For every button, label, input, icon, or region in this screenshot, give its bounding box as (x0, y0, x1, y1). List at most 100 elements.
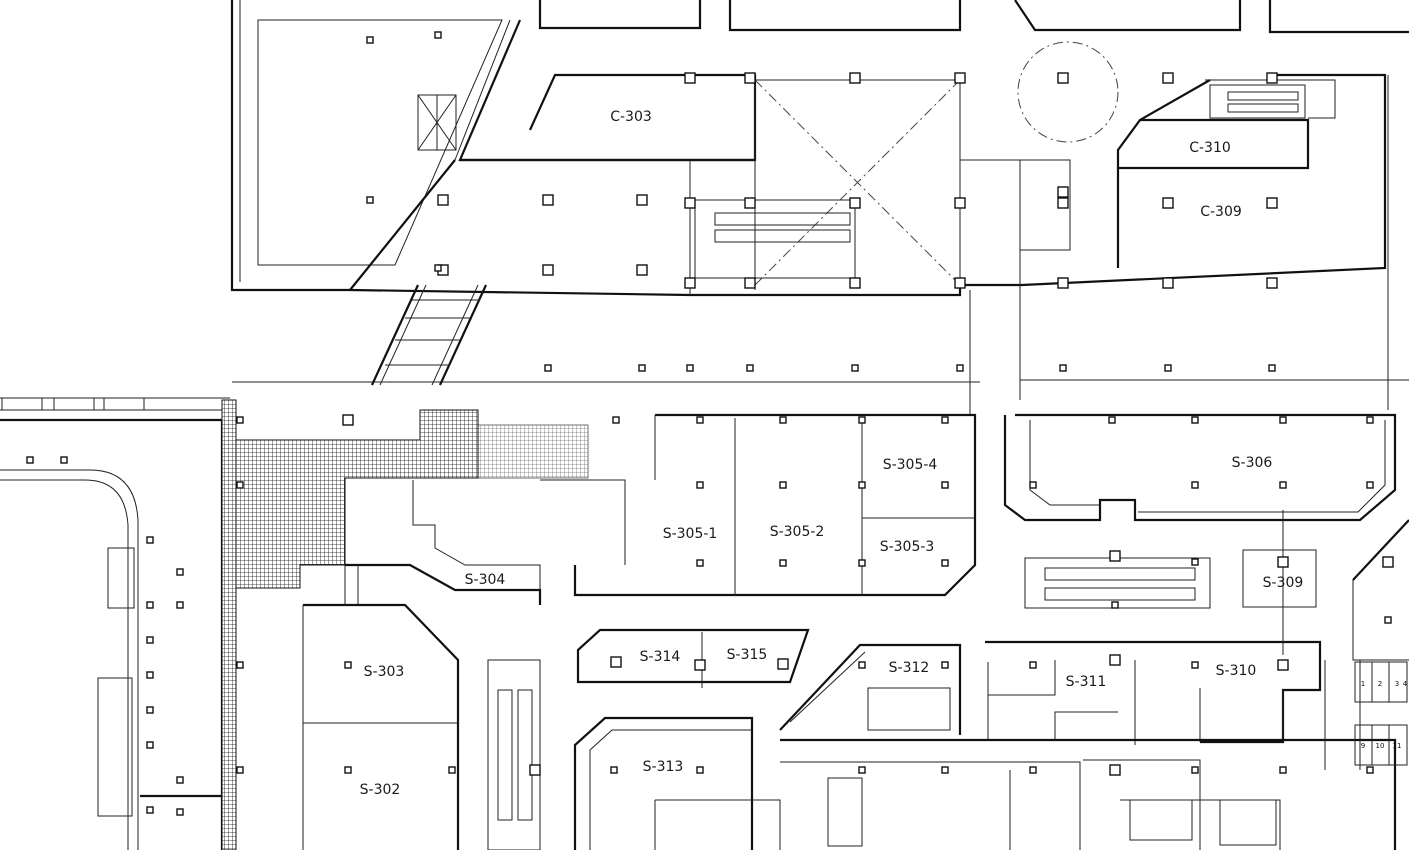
column-marker (344, 766, 352, 774)
column-marker (146, 706, 154, 714)
column-marker (1029, 766, 1037, 774)
column-marker (849, 72, 861, 84)
column-marker (1191, 661, 1199, 669)
column-marker (434, 31, 442, 39)
column-marker (344, 661, 352, 669)
column-marker (696, 766, 704, 774)
column-marker (1384, 616, 1392, 624)
column-marker (236, 481, 244, 489)
room-label-s310: S-310 (1216, 663, 1257, 679)
column-marker (696, 416, 704, 424)
column-marker (1266, 72, 1278, 84)
column-marker (1059, 364, 1067, 372)
room-label-s305-3: S-305-3 (880, 539, 935, 555)
stall-number-4: 4 (1403, 680, 1408, 688)
column-marker (610, 766, 618, 774)
column-marker (1277, 556, 1289, 568)
room-label-c309: C-309 (1200, 204, 1242, 220)
column-marker (636, 264, 648, 276)
room-label-c303: C-303 (610, 109, 652, 125)
column-marker (1266, 277, 1278, 289)
stall-number-9: 9 (1361, 742, 1365, 750)
column-marker (858, 661, 866, 669)
column-marker (1029, 481, 1037, 489)
column-marker (1279, 481, 1287, 489)
column-marker (26, 456, 34, 464)
diagonal-bridge (371, 284, 487, 386)
room-label-c310: C-310 (1189, 140, 1231, 156)
column-marker (236, 416, 244, 424)
room-label-s309: S-309 (1263, 575, 1304, 591)
column-marker (544, 364, 552, 372)
column-marker (1162, 72, 1174, 84)
column-marker (956, 364, 964, 372)
column-marker (1279, 416, 1287, 424)
room-label-s305-1: S-305-1 (663, 526, 718, 542)
column-marker (1057, 186, 1069, 198)
room-label-s302: S-302 (360, 782, 401, 798)
column-marker (176, 568, 184, 576)
structural-columns (26, 31, 1394, 816)
column-marker (437, 194, 449, 206)
column-marker (1057, 277, 1069, 289)
room-label-s313: S-313 (643, 759, 684, 775)
column-marker (779, 416, 787, 424)
column-marker (1109, 654, 1121, 666)
column-marker (529, 764, 541, 776)
column-marker (694, 659, 706, 671)
column-marker (638, 364, 646, 372)
column-marker (779, 481, 787, 489)
column-marker (1279, 766, 1287, 774)
column-marker (744, 72, 756, 84)
column-marker (542, 194, 554, 206)
column-marker (1029, 661, 1037, 669)
hatched-walkway (221, 399, 589, 850)
room-label-s314: S-314 (640, 649, 681, 665)
room-label-s306: S-306 (1232, 455, 1273, 471)
column-marker (858, 416, 866, 424)
column-marker (176, 776, 184, 784)
column-marker (1366, 766, 1374, 774)
column-marker (342, 414, 354, 426)
column-marker (696, 559, 704, 567)
column-marker (941, 559, 949, 567)
column-marker (941, 661, 949, 669)
column-marker (954, 277, 966, 289)
column-marker (1109, 550, 1121, 562)
column-marker (146, 741, 154, 749)
column-marker (612, 416, 620, 424)
room-labels: C-303 C-310 C-309 S-306 S-305-4 S-305-1 … (360, 109, 1304, 798)
column-marker (636, 194, 648, 206)
column-marker (954, 72, 966, 84)
column-marker (684, 277, 696, 289)
room-label-s312: S-312 (889, 660, 930, 676)
column-marker (954, 197, 966, 209)
column-marker (744, 277, 756, 289)
column-marker (448, 766, 456, 774)
column-marker (746, 364, 754, 372)
column-marker (366, 196, 374, 204)
stall-number-1: 1 (1361, 680, 1365, 688)
column-marker (779, 559, 787, 567)
column-marker (1111, 601, 1119, 609)
column-marker (434, 264, 442, 272)
column-marker (686, 364, 694, 372)
column-marker (1191, 766, 1199, 774)
stall-number-10: 10 (1376, 742, 1385, 750)
room-label-s305-4: S-305-4 (883, 457, 938, 473)
stall-number-3: 3 (1395, 680, 1399, 688)
column-marker (1162, 277, 1174, 289)
stall-number-2: 2 (1378, 680, 1382, 688)
column-marker (858, 559, 866, 567)
column-marker (146, 636, 154, 644)
column-marker (684, 197, 696, 209)
column-marker (146, 601, 154, 609)
column-marker (1277, 659, 1289, 671)
column-marker (1164, 364, 1172, 372)
column-marker (1191, 416, 1199, 424)
column-marker (1057, 72, 1069, 84)
column-marker (777, 658, 789, 670)
column-marker (176, 601, 184, 609)
